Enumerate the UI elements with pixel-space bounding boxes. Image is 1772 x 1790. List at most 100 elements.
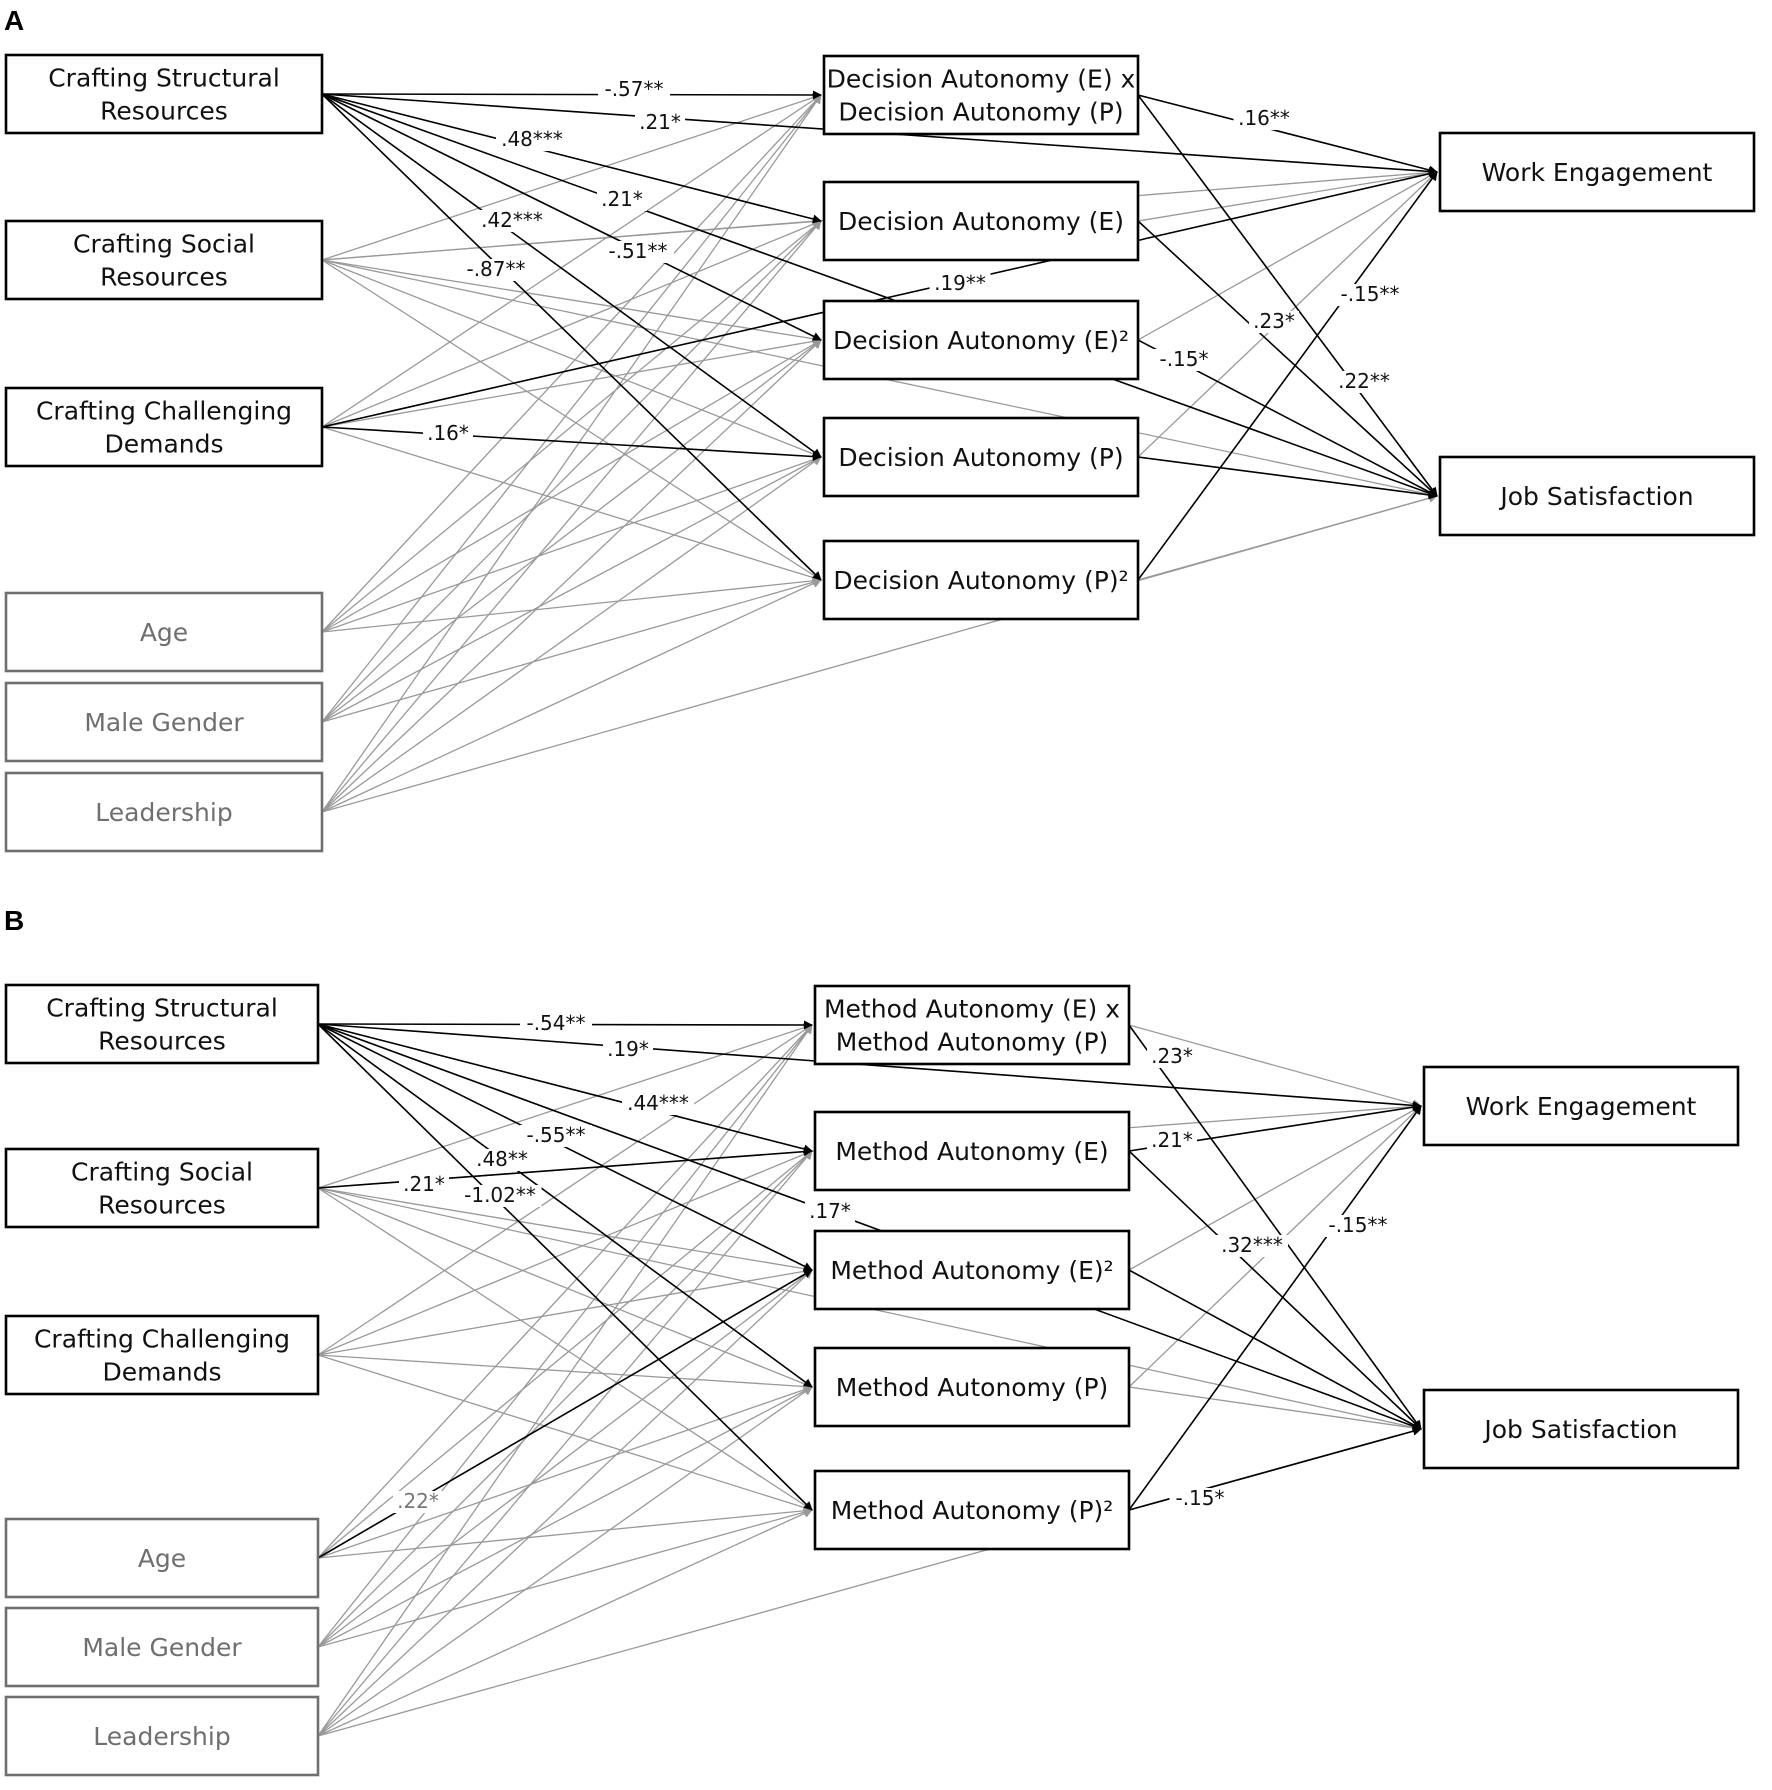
node-label: Age bbox=[140, 618, 188, 647]
path-gender-to-m4 bbox=[321, 456, 822, 723]
path-ccd-to-m1 bbox=[321, 94, 822, 428]
path-coefficient-background bbox=[476, 210, 548, 232]
node-box bbox=[1422, 1388, 1740, 1470]
path-csr-to-m1 bbox=[321, 90, 822, 100]
node-label: Method Autonomy (E)² bbox=[830, 1256, 1113, 1285]
path-coefficient-csr-to-m5: -1.02** bbox=[464, 1183, 536, 1207]
path-age-to-m2 bbox=[321, 220, 822, 633]
path-age-to-m3 bbox=[317, 1269, 813, 1559]
node-box bbox=[4, 1606, 320, 1688]
path-m1-to-we bbox=[1137, 94, 1438, 175]
node-label: Male Gender bbox=[84, 708, 244, 737]
node-job-satisfaction: Job Satisfaction bbox=[1422, 1388, 1740, 1470]
significant-edge-layer bbox=[317, 1020, 1422, 1559]
path-gender-to-m3 bbox=[317, 1269, 813, 1648]
path-coefficient-background bbox=[1216, 1235, 1288, 1257]
path-m2-to-we bbox=[1137, 168, 1438, 222]
path-coefficient-background bbox=[635, 112, 685, 134]
path-gender-to-m2 bbox=[321, 220, 822, 723]
path-coefficient-background bbox=[805, 1201, 855, 1223]
path-coefficient-csocr-to-m2: .21* bbox=[403, 1172, 445, 1196]
path-csr-to-m2 bbox=[321, 93, 822, 224]
node-label: Crafting Social bbox=[73, 230, 255, 259]
node-box bbox=[4, 219, 324, 301]
node-label: Resources bbox=[100, 263, 228, 292]
label-layer: -.57**.21*.48***.21*-.51**.42***-.87**.1… bbox=[423, 77, 1406, 445]
node-label: Resources bbox=[98, 1191, 226, 1220]
path-age-to-m5 bbox=[321, 576, 822, 633]
path-m1-to-js bbox=[1128, 1024, 1422, 1430]
node-box bbox=[813, 1469, 1131, 1551]
path-gender-to-m2 bbox=[317, 1150, 813, 1648]
path-m5-to-we bbox=[1137, 171, 1438, 581]
path-coefficient-background bbox=[460, 259, 532, 281]
path-m2-to-js bbox=[1128, 1150, 1422, 1430]
node-age: Age bbox=[4, 591, 324, 673]
node-box bbox=[4, 591, 324, 673]
node-age: Age bbox=[4, 1517, 320, 1599]
path-csocr-to-m1 bbox=[321, 93, 822, 261]
path-m4-to-js bbox=[1137, 456, 1438, 500]
path-m3-to-we bbox=[1137, 171, 1438, 341]
path-coefficient-csr-to-m3: -.51** bbox=[608, 239, 667, 263]
path-coefficient-csr-to-m2: .44*** bbox=[627, 1091, 689, 1115]
path-m3-to-we bbox=[1128, 1105, 1422, 1271]
path-coefficient-m5-to-we: -.15** bbox=[1340, 282, 1399, 306]
node-box bbox=[1438, 455, 1756, 537]
path-coefficient-csr-to-m3: -.55** bbox=[526, 1123, 585, 1147]
path-coefficient-m1-to-js: .23* bbox=[1151, 1044, 1193, 1068]
node-label: Decision Autonomy (E) bbox=[838, 207, 1124, 236]
node-box bbox=[822, 54, 1140, 136]
node-male-gender: Male Gender bbox=[4, 681, 324, 763]
path-coefficient-background bbox=[622, 1093, 694, 1115]
node-label: Male Gender bbox=[82, 1633, 242, 1662]
node-label: Leadership bbox=[93, 1722, 230, 1751]
path-age-to-m3 bbox=[321, 339, 822, 633]
node-box bbox=[813, 984, 1131, 1066]
path-ccd-to-m2 bbox=[321, 219, 822, 428]
node-label: Crafting Challenging bbox=[36, 397, 292, 426]
node-label: Resources bbox=[100, 97, 228, 126]
node-label: Decision Autonomy (P) bbox=[838, 443, 1123, 472]
path-coefficient-csr-to-js: .17* bbox=[809, 1199, 851, 1223]
node-label: Method Autonomy (P) bbox=[836, 1028, 1109, 1057]
path-csr-to-m3 bbox=[321, 93, 822, 341]
node-leadership: Leadership bbox=[4, 771, 324, 853]
path-coefficient-m2-to-js: .23* bbox=[1253, 309, 1295, 333]
node-box bbox=[4, 1695, 320, 1777]
path-lead-to-m5 bbox=[317, 1509, 813, 1737]
node-label: Crafting Structural bbox=[48, 64, 280, 93]
path-coefficient-ccd-to-we: .19** bbox=[934, 271, 986, 295]
path-m1-to-we bbox=[1128, 1024, 1422, 1109]
path-csocr-to-m3 bbox=[321, 259, 822, 344]
node-box bbox=[4, 1517, 320, 1599]
path-coefficient-background bbox=[520, 1013, 592, 1035]
panel-letter: B bbox=[4, 905, 24, 936]
path-coefficient-background bbox=[1147, 1046, 1197, 1068]
path-coefficient-csr-to-we: .19* bbox=[607, 1037, 649, 1061]
node-label: Method Autonomy (E) x bbox=[824, 995, 1120, 1024]
path-coefficient-background bbox=[1333, 371, 1395, 393]
path-coefficient-background bbox=[597, 189, 647, 211]
node-label: Demands bbox=[104, 430, 223, 459]
edge-layer bbox=[321, 93, 1438, 813]
path-lead-to-m1 bbox=[321, 94, 822, 813]
path-ccd-to-m3 bbox=[317, 1266, 813, 1356]
node-male-gender: Male Gender bbox=[4, 1606, 320, 1688]
node-box bbox=[4, 983, 320, 1065]
node-work-engagement: Work Engagement bbox=[1438, 131, 1756, 213]
path-coefficient-age-to-m3: .22* bbox=[397, 1489, 439, 1513]
node-box bbox=[4, 681, 324, 763]
node-label: Decision Autonomy (E)² bbox=[833, 326, 1129, 355]
node-decision-autonomy-e: Decision Autonomy (E) bbox=[822, 180, 1140, 262]
path-gender-to-m5 bbox=[317, 1507, 813, 1648]
node-leadership: Leadership bbox=[4, 1695, 320, 1777]
path-csocr-to-m1 bbox=[317, 1023, 813, 1189]
path-coefficient-m5-to-we: -.15** bbox=[1328, 1213, 1387, 1237]
